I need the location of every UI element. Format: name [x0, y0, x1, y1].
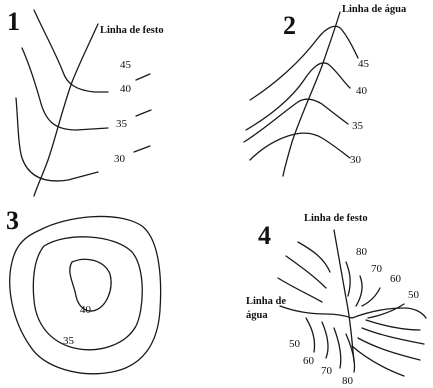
panel-4-contour-ll-50 [305, 317, 316, 353]
panel-2-contour-label-40: 40 [356, 85, 368, 97]
panel-4-contour-lr-a [365, 319, 421, 331]
panel-4-contour-ur-70 [355, 275, 363, 307]
panel-1-contour-label-45: 45 [120, 59, 132, 71]
panel-2-contour-label-30: 30 [350, 154, 362, 166]
panel-2-number: 2 [283, 11, 296, 40]
panel-2-contour-35 [243, 98, 349, 143]
panel-2-contour-label-35: 35 [352, 120, 364, 132]
panel-2-valley-line [282, 11, 341, 177]
panel-1: 1 Linha de festo 45 40 35 30 [7, 7, 164, 197]
panel-1-number: 1 [7, 7, 20, 36]
panel-3-contour-35 [32, 236, 143, 351]
panel-4-contour-label-50-top: 50 [408, 289, 420, 301]
panel-4-contour-label-80-bottom: 80 [342, 375, 354, 387]
panel-2-valley-label: Linha de água [342, 4, 407, 15]
panel-4-contour-ur-50 [367, 303, 405, 319]
panel-3-contour-label-35: 35 [63, 335, 75, 347]
panel-1-ridge-label: Linha de festo [100, 25, 164, 36]
panel-4-water-line-left [279, 305, 353, 319]
panel-2-contour-45 [249, 25, 359, 101]
panel-4-ridge-line [333, 229, 355, 363]
panel-3-contour-outer [9, 215, 162, 375]
panel-4-water-label-line2: água [246, 310, 268, 321]
panel-1-contour-35-tail [133, 145, 151, 153]
panel-4-number: 4 [258, 221, 271, 250]
panel-4-contour-label-80-top: 80 [356, 246, 368, 258]
panel-4-contour-ul-80 [297, 241, 331, 273]
panel-3-number: 3 [6, 206, 19, 235]
panel-3-contour-label-40: 40 [80, 304, 92, 316]
panel-1-contour-45-tail [135, 73, 151, 81]
panel-1-contour-45 [33, 9, 109, 93]
panel-1-contour-35 [15, 97, 99, 182]
panel-2-contour-label-45: 45 [358, 58, 370, 70]
panel-4-contour-ur-80 [345, 261, 351, 297]
panel-4-contour-lr-d [351, 345, 405, 377]
panel-1-contour-40 [21, 47, 109, 131]
panel-1-contour-label-40: 40 [120, 83, 132, 95]
panel-1-contour-label-35: 35 [116, 118, 128, 130]
panel-1-contour-40-tail [135, 109, 152, 117]
panel-4-contour-lr-b [361, 327, 425, 345]
panel-4-contour-ll-70 [333, 327, 342, 369]
panel-3-contour-40 [69, 258, 112, 312]
panel-4-contour-ul-70 [285, 255, 327, 289]
panel-4-contour-lr-c [357, 337, 421, 361]
panel-4-contour-ul-60 [277, 277, 323, 303]
panel-4-contour-label-70-top: 70 [371, 263, 383, 275]
panel-4-contour-ll-60 [321, 321, 329, 359]
panel-4-ridge-label: Linha de festo [304, 213, 368, 224]
panel-2-contour-30 [249, 132, 351, 161]
panel-1-ridge-line [33, 23, 99, 197]
panel-4-water-line-right [351, 307, 427, 319]
panel-4: 4 Linha de festo Linha de água 80 70 60 [246, 213, 427, 387]
panel-4-contour-ur-60 [361, 287, 381, 307]
panel-4-contour-label-70-bottom: 70 [321, 365, 333, 377]
panel-3: 3 40 35 [6, 206, 162, 375]
panel-2: 2 Linha de água 45 40 35 30 [243, 4, 407, 177]
panel-2-contour-40 [245, 62, 351, 131]
panel-4-contour-label-60-top: 60 [390, 273, 402, 285]
panel-4-contour-label-50-bottom: 50 [289, 338, 301, 350]
panel-4-water-label-line1: Linha de [246, 296, 286, 307]
panel-4-contour-label-60-bottom: 60 [303, 355, 315, 367]
panel-1-contour-label-30: 30 [114, 153, 126, 165]
